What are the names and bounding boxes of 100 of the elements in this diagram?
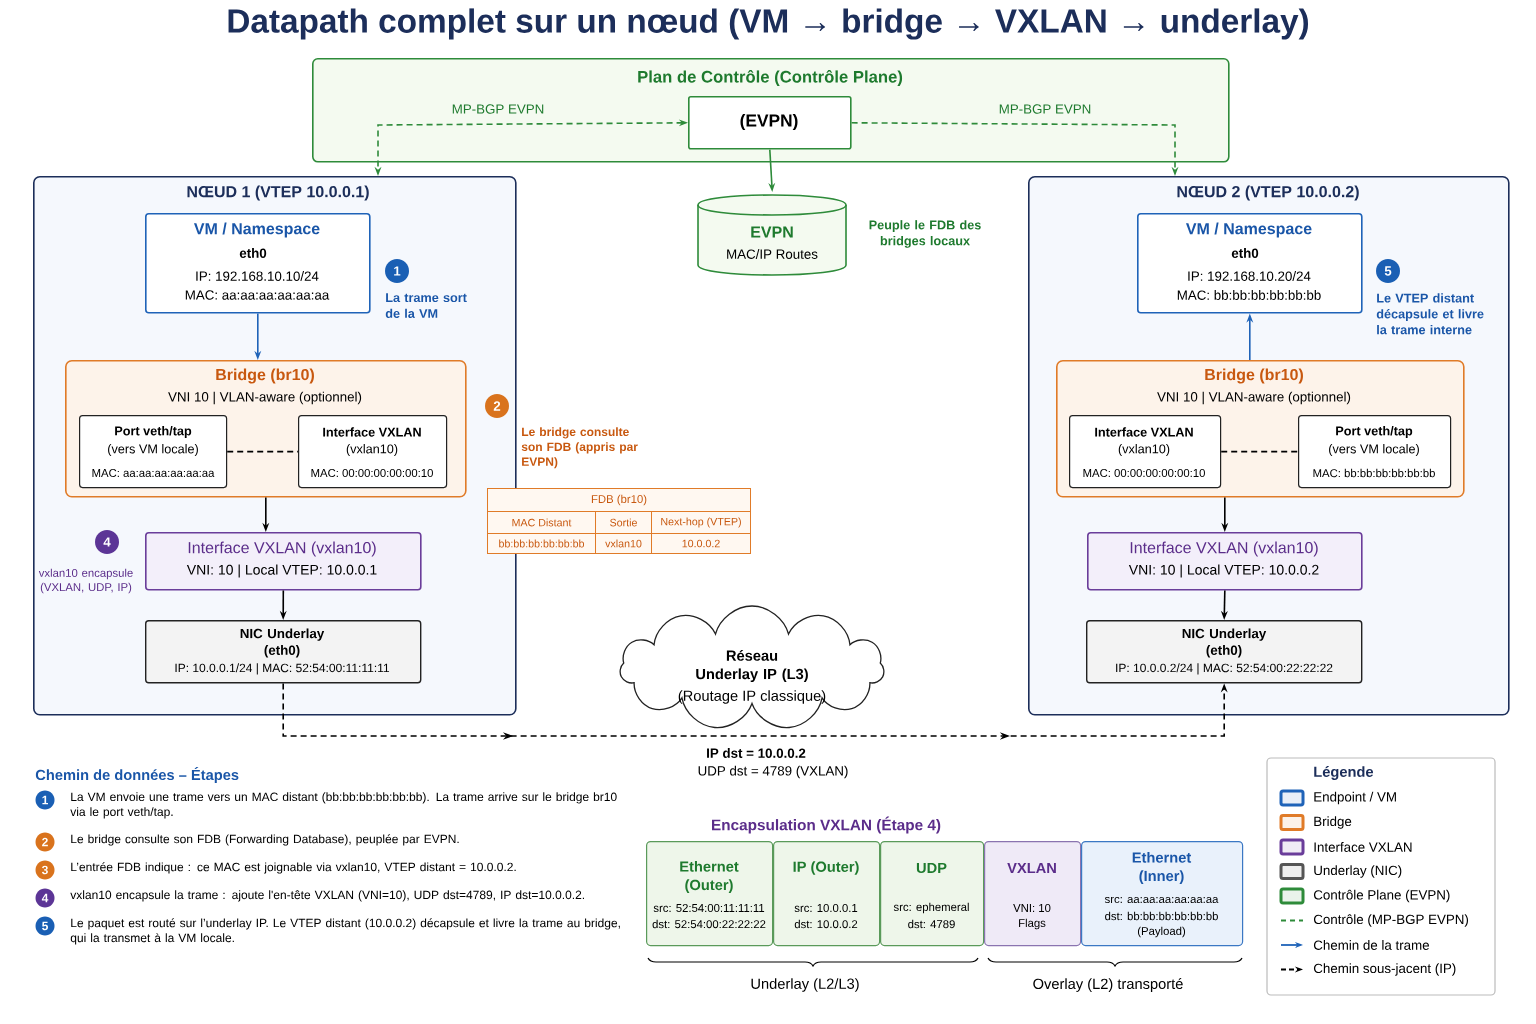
legend-text: Chemin de la trame [1313,940,1429,950]
box-text: eth0 [239,248,267,258]
edge-label: MP-BGP EVPN [996,102,1094,116]
brace-label: Underlay (L2/L3) [751,978,859,992]
callout-text: La trame sort de la VM [385,293,467,318]
legend-text: Bridge [1314,816,1352,829]
table-cell: Sortie [595,511,652,534]
box-text: eth0 [1231,248,1259,258]
annotation-text: Peuple le FDB des bridges locaux [869,220,981,248]
box-title: Interface VXLAN (vxlan10) [1130,541,1318,557]
box-text: src: 52:54:00:11:11:11 [653,904,765,912]
box-text: MAC/IP Routes [727,249,818,259]
step-number: 1 [394,266,401,276]
box-text: MAC: 00:00:00:00:00:10 [1083,469,1205,477]
legend-text: Contrôle Plane (EVPN) [1313,889,1450,903]
box-text: MAC: bb:bb:bb:bb:bb:bb [1177,290,1321,300]
step-number: 2 [42,837,48,847]
box-text: IP: 192.168.10.10/24 [196,271,319,281]
legend-text: Interface VXLAN [1314,842,1412,852]
dashed-line [226,450,299,453]
step-text: La VM envoie une trame vers un MAC distant (bb:bb:bb:bb:bb:bb). La trame arrive sur le bridge br10 via le port veth/tap. [70,792,617,819]
step-number: 5 [1384,266,1392,276]
box-title: NIC Underlay (eth0) [1182,628,1267,658]
callout-text: vxlan10 encapsule (VXLAN, UDP, IP) [38,568,133,594]
box-text: IP: 10.0.0.1/24 | MAC: 52:54:00:11:11:11 [175,663,390,675]
dashed-line [1220,450,1299,453]
box-title: (EVPN) [740,113,798,131]
step-number: 4 [41,893,49,903]
legend-text: Endpoint / VM [1314,791,1396,805]
callout-text: Le VTEP distant décapsule et livre la trame interne [1376,293,1484,335]
path-label: UDP dst = 4789 (VXLAN) [698,765,848,779]
box-title: EVPN [751,226,793,238]
box-title: Bridge (br10) [216,368,314,384]
step-number: 5 [42,921,48,931]
brace-label: Overlay (L2) transporté [1033,978,1183,992]
box-title: Bridge (br10) [1205,368,1303,384]
box-text: src: ephemeral [893,902,969,914]
step-text: Le paquet est routé sur l’underlay IP. Le VTEP distant (10.0.0.2) décapsule et livre la trame au bridge, qui la transmet à la VM locale. [70,918,620,945]
cloud-title: Réseau Underlay IP (L3) [696,649,808,683]
box-text: MAC: bb:bb:bb:bb:bb:bb [1313,468,1435,478]
box-text: dst: bb:bb:bb:bb:bb:bb [1105,911,1218,921]
panel-title: Plan de Contrôle (Contrôle Plane) [638,70,903,86]
section-heading: Chemin de données – Étapes [35,767,239,783]
box-text: (vers VM locale) [108,444,198,456]
box-text: MAC: aa:aa:aa:aa:aa:aa [92,469,215,477]
box-text: src: 10.0.0.1 [794,904,858,912]
box-text: (vers VM locale) [1329,444,1419,456]
box-text: (vxlan10) [346,444,398,456]
path-label: IP dst = 10.0.0.2 [707,748,806,758]
box-text: IP: 10.0.0.2/24 | MAC: 52:54:00:22:22:22 [1116,663,1333,675]
box-title: NIC Underlay (eth0) [240,628,325,658]
box-title: Ethernet (Outer) [680,860,739,893]
box-text: (Payload) [1137,926,1186,938]
step-text: L’entrée FDB indique : ce MAC est joignable via vxlan10, VTEP distant = 10.0.0.2. [71,862,516,874]
panel-title: NŒUD 2 (VTEP 10.0.0.2) [1177,185,1359,201]
step-text: vxlan10 encapsule la trame : ajoute l'en-tête VXLAN (VNI=10), UDP dst=4789, IP dst=10.0.0.2. [70,890,584,902]
box-title: Port veth/tap [115,426,192,438]
edge-label: MP-BGP EVPN [449,102,547,116]
table-cell: bb:bb:bb:bb:bb:bb [487,533,596,554]
box-text: src: aa:aa:aa:aa:aa:aa [1104,896,1219,904]
box-text: dst: 4789 [908,919,955,929]
step-number: 4 [103,537,111,547]
callout-text: Le bridge consulte son FDB (appris par EVPN) [521,427,638,469]
legend-text: Contrôle (MP-BGP EVPN) [1313,914,1468,927]
box-text: IP: 192.168.10.20/24 [1188,271,1311,281]
panel-title: NŒUD 1 (VTEP 10.0.0.1) [187,185,369,201]
box-text: dst: 52:54:00:22:22:22 [652,919,766,929]
box-text: (Routage IP classique) [678,690,826,704]
box-text: MAC: 00:00:00:00:00:10 [311,469,433,477]
box-text: VNI: 10 | Local VTEP: 10.0.0.1 [186,564,377,578]
table-cell: 10.0.0.2 [651,533,751,554]
box-text: VNI: 10 [1013,904,1051,912]
step-number: 1 [42,795,48,805]
box-title: Interface VXLAN (vxlan10) [188,541,376,557]
legend-text: Underlay (NIC) [1314,865,1402,878]
box-title: Interface VXLAN [323,427,421,437]
box-title: VM / Namespace [193,222,320,238]
box-text: VNI 10 | VLAN-aware (optionnel) [1157,391,1351,405]
box-text: MAC: aa:aa:aa:aa:aa:aa [185,290,330,300]
box-text: VNI 10 | VLAN-aware (optionnel) [168,391,362,405]
box-title: Port veth/tap [1336,426,1413,438]
section-heading: Encapsulation VXLAN (Étape 4) [712,816,941,834]
table-cell: MAC Distant [487,511,596,534]
legend-text: Chemin sous-jacent (IP) [1313,963,1456,976]
table-cell: Next-hop (VTEP) [651,511,751,534]
box-text: (vxlan10) [1118,444,1170,456]
step-number: 2 [493,401,501,411]
step-text: Le bridge consulte son FDB (Forwarding Database), peuplée par EVPN. [71,834,459,846]
table-cell: vxlan10 [595,533,652,554]
step-number: 3 [41,865,48,875]
box-title: VM / Namespace [1185,222,1312,238]
box-text: VNI: 10 | Local VTEP: 10.0.0.2 [1128,564,1319,578]
box-title: Interface VXLAN [1095,427,1193,437]
box-text: dst: 10.0.0.2 [794,919,858,929]
box-title: Ethernet (Inner) [1132,851,1192,884]
legend-title: Légende [1314,766,1374,780]
box-title: UDP [916,862,947,874]
box-text: Flags [1019,918,1046,930]
box-title: VXLAN [1007,862,1056,874]
title: Datapath complet sur un nœud (VM → bridge → VXLAN → underlay) [228,8,1309,40]
